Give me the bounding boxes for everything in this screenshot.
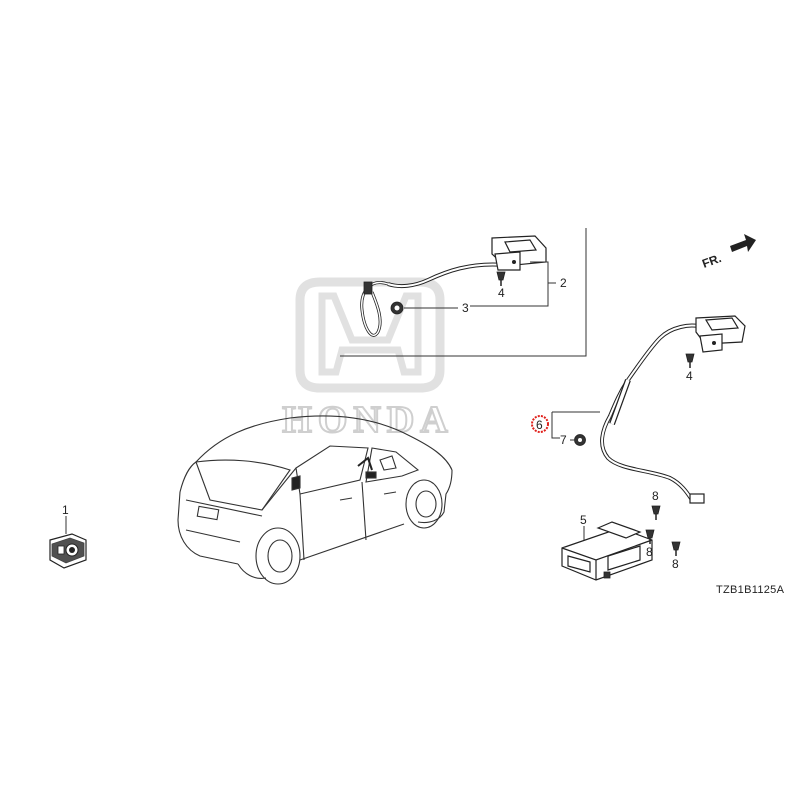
clip-part-7 xyxy=(574,434,586,446)
callout-8-b: 8 xyxy=(646,545,653,559)
honda-logo-watermark xyxy=(295,277,445,393)
fr-arrow-icon xyxy=(730,234,756,252)
callout-4: 4 xyxy=(686,369,693,383)
callout-8-a: 8 xyxy=(652,489,659,503)
fr-label: FR. xyxy=(700,251,723,271)
inset-frame xyxy=(340,228,587,357)
callout-2: 2 xyxy=(560,276,567,290)
callout-6-highlight-ring xyxy=(531,415,549,433)
callout-4-inset: 4 xyxy=(498,286,505,300)
screw-part-4-inset xyxy=(496,271,506,286)
clip-part-3 xyxy=(390,301,404,315)
screw-part-4 xyxy=(685,353,695,368)
callout-8-c: 8 xyxy=(672,557,679,571)
diagram-code: TZB1B1125A xyxy=(716,584,785,596)
front-direction-indicator: FR. xyxy=(700,234,756,271)
screw-part-8-a xyxy=(651,505,661,520)
callout-1: 1 xyxy=(62,503,69,517)
honda-wordmark-watermark: HONDA xyxy=(282,399,453,441)
callout-5: 5 xyxy=(580,513,587,527)
screw-part-8-b xyxy=(645,529,655,544)
control-module-part-5 xyxy=(561,521,653,581)
camera-harness-inset xyxy=(360,235,547,337)
callout-7: 7 xyxy=(560,433,567,447)
rear-camera-part-1 xyxy=(49,533,87,569)
callout-6[interactable]: 6 xyxy=(536,418,543,432)
vehicle-illustration xyxy=(177,415,453,585)
callout-3: 3 xyxy=(462,301,469,315)
screw-part-8-c xyxy=(671,541,681,556)
camera-harness-main xyxy=(600,315,746,504)
